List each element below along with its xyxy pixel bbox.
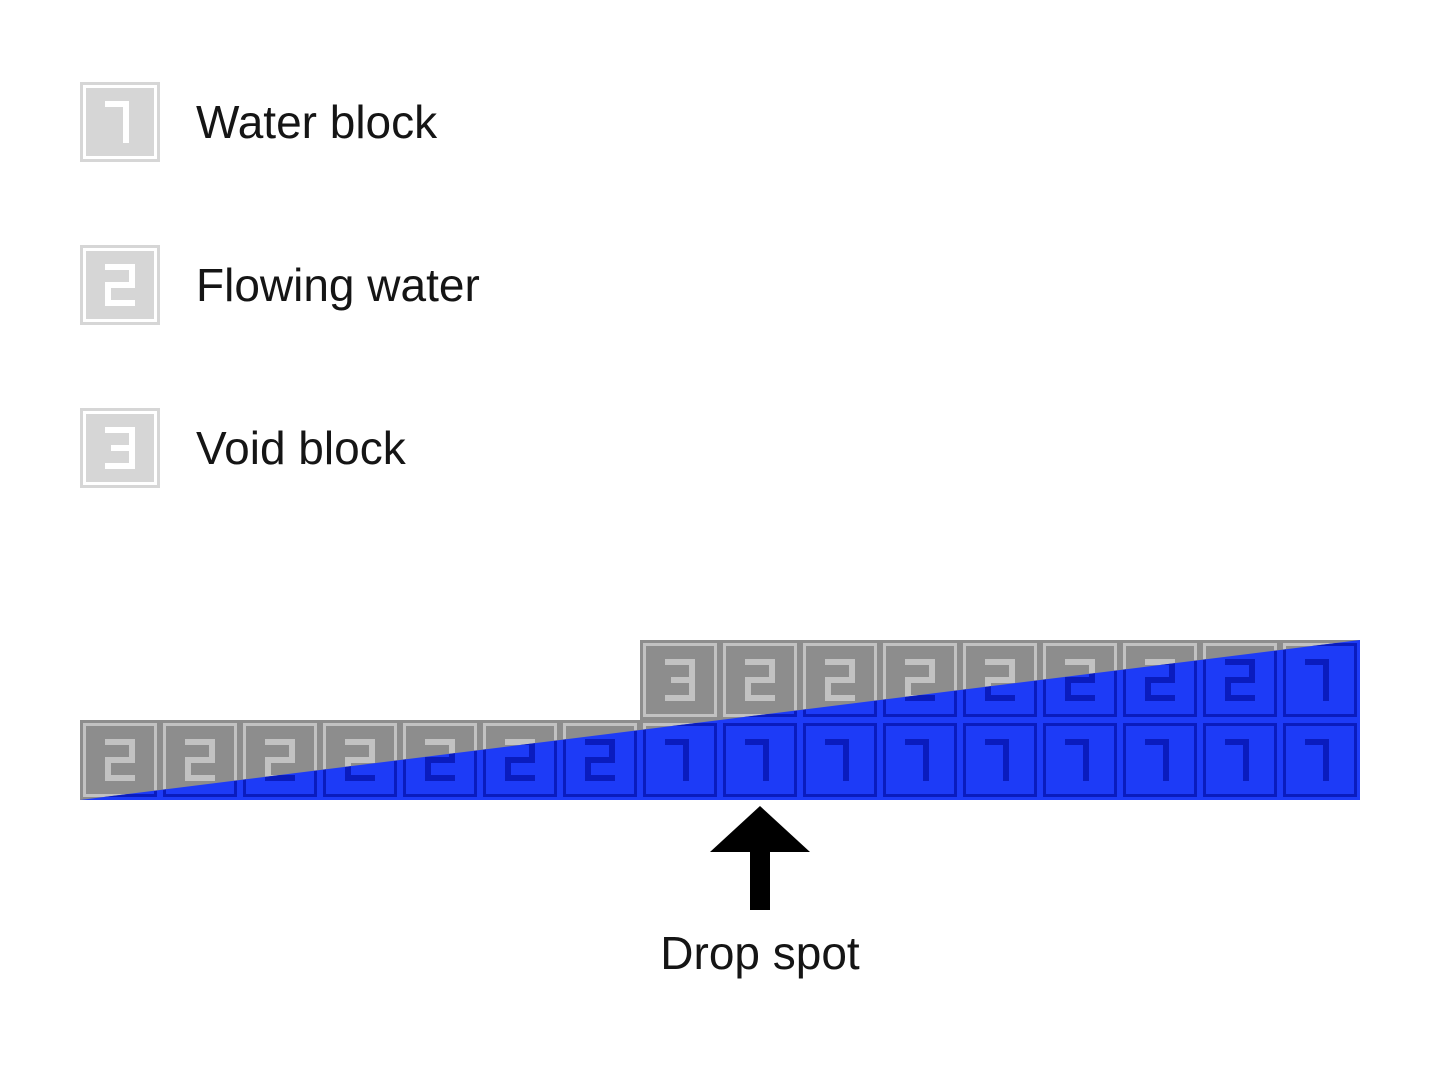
water-block-1 bbox=[960, 720, 1040, 800]
digit-1-glyph bbox=[985, 739, 1009, 781]
digit-1-glyph bbox=[1305, 739, 1329, 781]
legend-item-water-block: Water block bbox=[80, 82, 480, 162]
drop-spot-label: Drop spot bbox=[660, 927, 860, 979]
void-block-icon bbox=[80, 408, 160, 488]
legend-label-void-block: Void block bbox=[196, 422, 406, 474]
drop-spot: Drop spot bbox=[560, 806, 960, 980]
digit-2-glyph bbox=[185, 739, 215, 781]
water-flow-diagram bbox=[80, 640, 1360, 800]
water-block-1 bbox=[880, 720, 960, 800]
terrain-block-3 bbox=[640, 640, 720, 720]
digit-1-glyph bbox=[1225, 739, 1249, 781]
up-arrow-icon bbox=[710, 806, 810, 910]
digit-1-glyph bbox=[905, 739, 929, 781]
flowing-water-icon bbox=[80, 245, 160, 325]
water-block-icon bbox=[80, 82, 160, 162]
digit-1-glyph bbox=[825, 739, 849, 781]
legend-label-flowing-water: Flowing water bbox=[196, 259, 480, 311]
arrow-head bbox=[710, 806, 810, 852]
digit-1-glyph bbox=[105, 101, 129, 143]
digit-2-glyph bbox=[585, 739, 615, 781]
water-block-1 bbox=[1120, 720, 1200, 800]
water-block-1 bbox=[720, 720, 800, 800]
legend: Water block Flowing water Void block bbox=[80, 82, 480, 488]
digit-2-glyph bbox=[825, 659, 855, 701]
water-block-1 bbox=[800, 720, 880, 800]
water-block-1 bbox=[1040, 720, 1120, 800]
water-block-1 bbox=[1280, 640, 1360, 720]
water-block-1 bbox=[640, 720, 720, 800]
legend-label-water-block: Water block bbox=[196, 96, 438, 148]
water-block-1 bbox=[1200, 720, 1280, 800]
digit-1-glyph bbox=[745, 739, 769, 781]
digit-3-glyph bbox=[105, 427, 135, 469]
digit-1-glyph bbox=[665, 739, 689, 781]
digit-1-glyph bbox=[1305, 659, 1329, 701]
water-block-1 bbox=[1280, 720, 1360, 800]
legend-item-void-block: Void block bbox=[80, 408, 480, 488]
legend-item-flowing-water: Flowing water bbox=[80, 245, 480, 325]
digit-3-glyph bbox=[665, 659, 695, 701]
digit-1-glyph bbox=[1065, 739, 1089, 781]
arrow-stem bbox=[750, 852, 770, 910]
digit-2-glyph bbox=[105, 739, 135, 781]
digit-2-glyph bbox=[105, 264, 135, 306]
digit-2-glyph bbox=[1225, 659, 1255, 701]
terrain-block-2 bbox=[720, 640, 800, 720]
digit-1-glyph bbox=[1145, 739, 1169, 781]
terrain-block-2 bbox=[80, 720, 160, 800]
digit-2-glyph bbox=[745, 659, 775, 701]
